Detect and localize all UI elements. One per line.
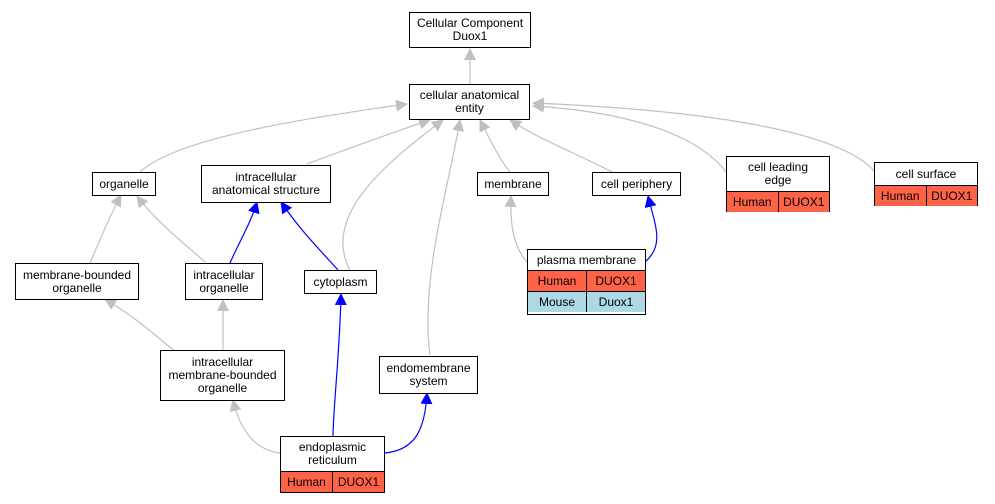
edge-cell-periphery-to-cae <box>509 119 613 173</box>
edge-ias-to-cae <box>306 117 431 165</box>
edge-plasma-to-membrane <box>504 195 528 263</box>
edge-imbo-to-mbo <box>104 298 176 352</box>
edge-cytoplasm-to-cae <box>342 119 444 271</box>
node-cellular-anatomical-entity[interactable]: cellular anatomical entity <box>409 84 530 120</box>
node-label-line1: cellular anatomical <box>419 88 520 102</box>
node-label-line1: intracellular <box>193 267 255 282</box>
node-endomembrane-system[interactable]: endomembrane system <box>379 356 478 394</box>
gene-cell: DUOX1 <box>925 186 978 206</box>
node-plasma-membrane[interactable]: plasma membrane Human DUOX1 Mouse Duox1 <box>527 249 646 315</box>
node-label-line1: cell surface <box>895 166 957 181</box>
node-label-line2: Duox1 <box>452 29 488 43</box>
edge-leading-edge-to-cae <box>532 100 727 173</box>
node-label-line1: membrane <box>484 176 542 191</box>
species-cell: Human <box>287 474 326 489</box>
node-label-line2: organelle <box>199 280 249 295</box>
gene-cell: DUOX1 <box>586 271 645 291</box>
annotation-row-human[interactable]: Human DUOX1 <box>528 270 645 291</box>
edge-cell-surface-to-cae <box>532 97 876 173</box>
node-intracellular-membrane-bounded-organelle[interactable]: intracellular membrane-bounded organelle <box>160 350 285 401</box>
node-label-line2: reticulum <box>308 453 357 467</box>
species-cell: Human <box>537 273 577 288</box>
node-cell-surface[interactable]: cell surface Human DUOX1 <box>874 162 978 206</box>
node-label-line1: endomembrane <box>386 361 471 375</box>
annotation-row-human[interactable]: Human DUOX1 <box>875 185 977 206</box>
annotation-row-mouse[interactable]: Mouse Duox1 <box>528 291 645 312</box>
node-label-line1: intracellular <box>235 170 297 184</box>
node-endoplasmic-reticulum[interactable]: endoplasmic reticulum Human DUOX1 <box>280 436 385 493</box>
node-label-line1: cell leading <box>747 160 809 174</box>
species-cell: Mouse <box>538 294 576 309</box>
node-membrane-bounded-organelle[interactable]: membrane-bounded organelle <box>15 263 139 300</box>
node-label-line1: Cellular Component <box>416 16 524 30</box>
edge-endomembrane-to-cae <box>427 119 465 356</box>
node-intracellular-organelle[interactable]: intracellular organelle <box>185 263 263 300</box>
edge-io-part-of-ias <box>229 201 260 264</box>
edge-io-to-organelle <box>136 195 206 263</box>
edge-er-to-imbo <box>229 399 281 454</box>
node-intracellular-anatomical-structure[interactable]: intracellular anatomical structure <box>201 165 331 203</box>
gene-cell: DUOX1 <box>332 472 384 492</box>
node-label-line2: anatomical structure <box>211 183 321 197</box>
node-cellular-component-duox1[interactable]: Cellular Component Duox1 <box>409 12 531 48</box>
node-label-line2: edge <box>764 173 792 187</box>
node-label-line1: membrane-bounded <box>22 267 132 282</box>
species-cell: Human <box>880 188 920 203</box>
edge-er-part-of-endomembrane <box>384 392 433 454</box>
node-label-line1: cytoplasm <box>313 274 368 289</box>
node-organelle[interactable]: organelle <box>92 172 156 196</box>
gene-cell: Duox1 <box>586 292 645 312</box>
node-label-line1: cell periphery <box>600 176 673 191</box>
annotation-row-human[interactable]: Human DUOX1 <box>727 191 829 212</box>
edge-mbo-to-organelle <box>89 194 122 264</box>
annotation-row-human[interactable]: Human DUOX1 <box>281 471 384 492</box>
edge-cytoplasm-part-of-ias <box>280 201 339 271</box>
node-cell-periphery[interactable]: cell periphery <box>592 172 681 196</box>
edge-membrane-to-cae <box>479 119 511 173</box>
gene-cell: DUOX1 <box>777 192 830 212</box>
edge-er-part-of-cytoplasm <box>332 293 347 438</box>
node-label-line1: intracellular <box>191 355 254 369</box>
edge-organelle-to-cae <box>139 99 408 173</box>
edge-plasma-part-of-periphery <box>644 195 658 263</box>
node-label-line2: entity <box>455 101 484 115</box>
node-label-line1: endoplasmic <box>298 440 367 454</box>
node-label-line1: organelle <box>99 176 149 191</box>
node-membrane[interactable]: membrane <box>477 172 549 196</box>
node-label-line3: organelle <box>197 381 248 395</box>
node-label-line2: organelle <box>52 280 102 295</box>
species-cell: Human <box>732 194 772 209</box>
node-label-line2: membrane-bounded <box>168 368 277 382</box>
node-cytoplasm[interactable]: cytoplasm <box>304 270 377 294</box>
node-label-line1: plasma membrane <box>536 252 637 267</box>
node-cell-leading-edge[interactable]: cell leading edge Human DUOX1 <box>726 156 830 212</box>
node-label-line2: system <box>409 374 448 388</box>
